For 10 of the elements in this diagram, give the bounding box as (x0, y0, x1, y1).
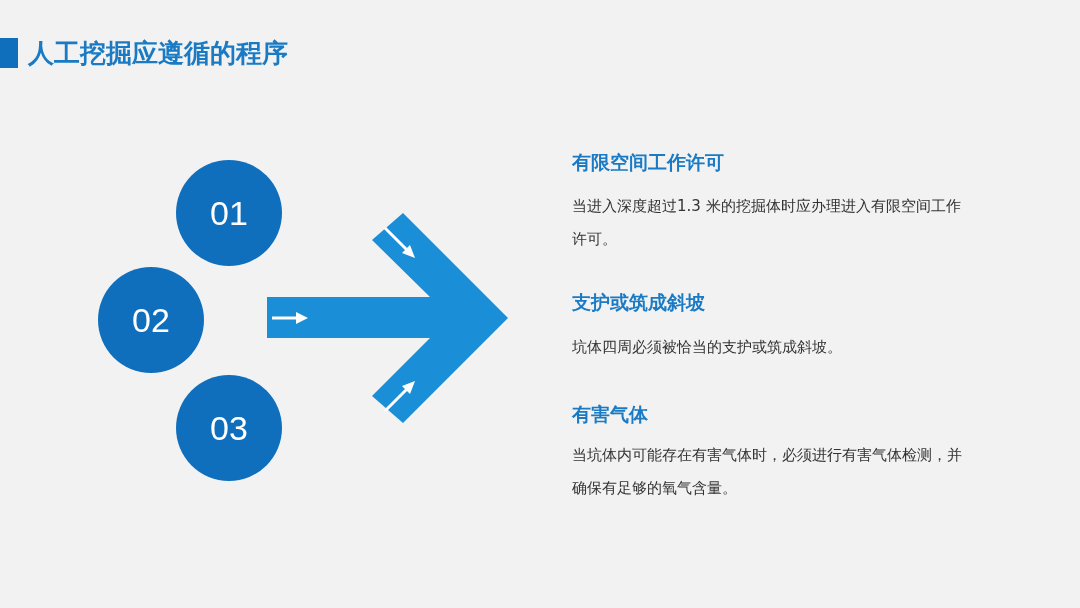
item-description: 坑体四周必须被恰当的支护或筑成斜坡。 (572, 337, 843, 358)
step-number: 02 (132, 300, 170, 340)
title: 人工挖掘应遵循的程序 (28, 37, 288, 70)
item-description: 当坑体内可能存在有害气体时，必须进行有害气体检测，并确保有足够的氧气含量。 (572, 445, 963, 499)
item-heading: 有害气体 (572, 402, 648, 427)
item-heading: 支护或筑成斜坡 (572, 290, 705, 315)
item-heading: 有限空间工作许可 (572, 150, 724, 175)
item-description: 当进入深度超过1.3 米的挖掘体时应办理进入有限空间工作许可。 (572, 196, 962, 250)
step-number: 01 (210, 193, 248, 233)
step-number: 03 (210, 408, 248, 448)
